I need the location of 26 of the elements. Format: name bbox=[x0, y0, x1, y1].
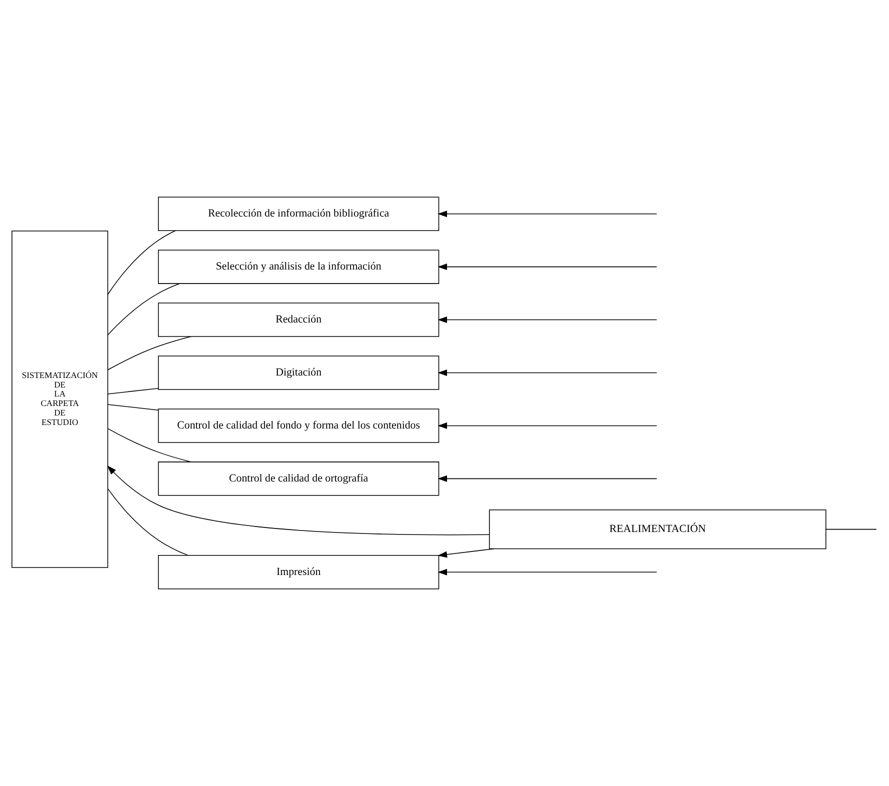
connector bbox=[108, 428, 192, 462]
arrow bbox=[438, 264, 658, 270]
arrow bbox=[438, 475, 658, 482]
arrow bbox=[438, 369, 658, 376]
arrow bbox=[438, 210, 658, 218]
arrow bbox=[438, 548, 495, 558]
connector bbox=[108, 488, 188, 556]
node-box: Redacción bbox=[158, 302, 440, 337]
node-box: REALIMENTACIÓN bbox=[489, 509, 826, 550]
arrow bbox=[438, 422, 658, 429]
node-box: Recolección de información bibliográfica bbox=[158, 196, 440, 231]
connector bbox=[107, 283, 180, 336]
arrow bbox=[438, 568, 658, 576]
node-box: Impresión bbox=[158, 555, 440, 590]
node-box: Selección y análisis de la información bbox=[158, 250, 440, 284]
arrow bbox=[107, 466, 490, 536]
node-box: SISTEMATIZACIÓN DE LA CARPETA DE ESTUDIO bbox=[12, 230, 108, 568]
arrow bbox=[438, 316, 658, 324]
connector bbox=[107, 404, 159, 411]
connector bbox=[107, 388, 159, 394]
connector bbox=[107, 230, 176, 295]
node-box: Control de calidad del fondo y forma del los contenidos bbox=[158, 408, 440, 443]
connector bbox=[108, 336, 192, 370]
node-box: Control de calidad de ortografía bbox=[158, 462, 440, 496]
node-box: Digitación bbox=[158, 356, 440, 390]
connector bbox=[826, 528, 877, 530]
